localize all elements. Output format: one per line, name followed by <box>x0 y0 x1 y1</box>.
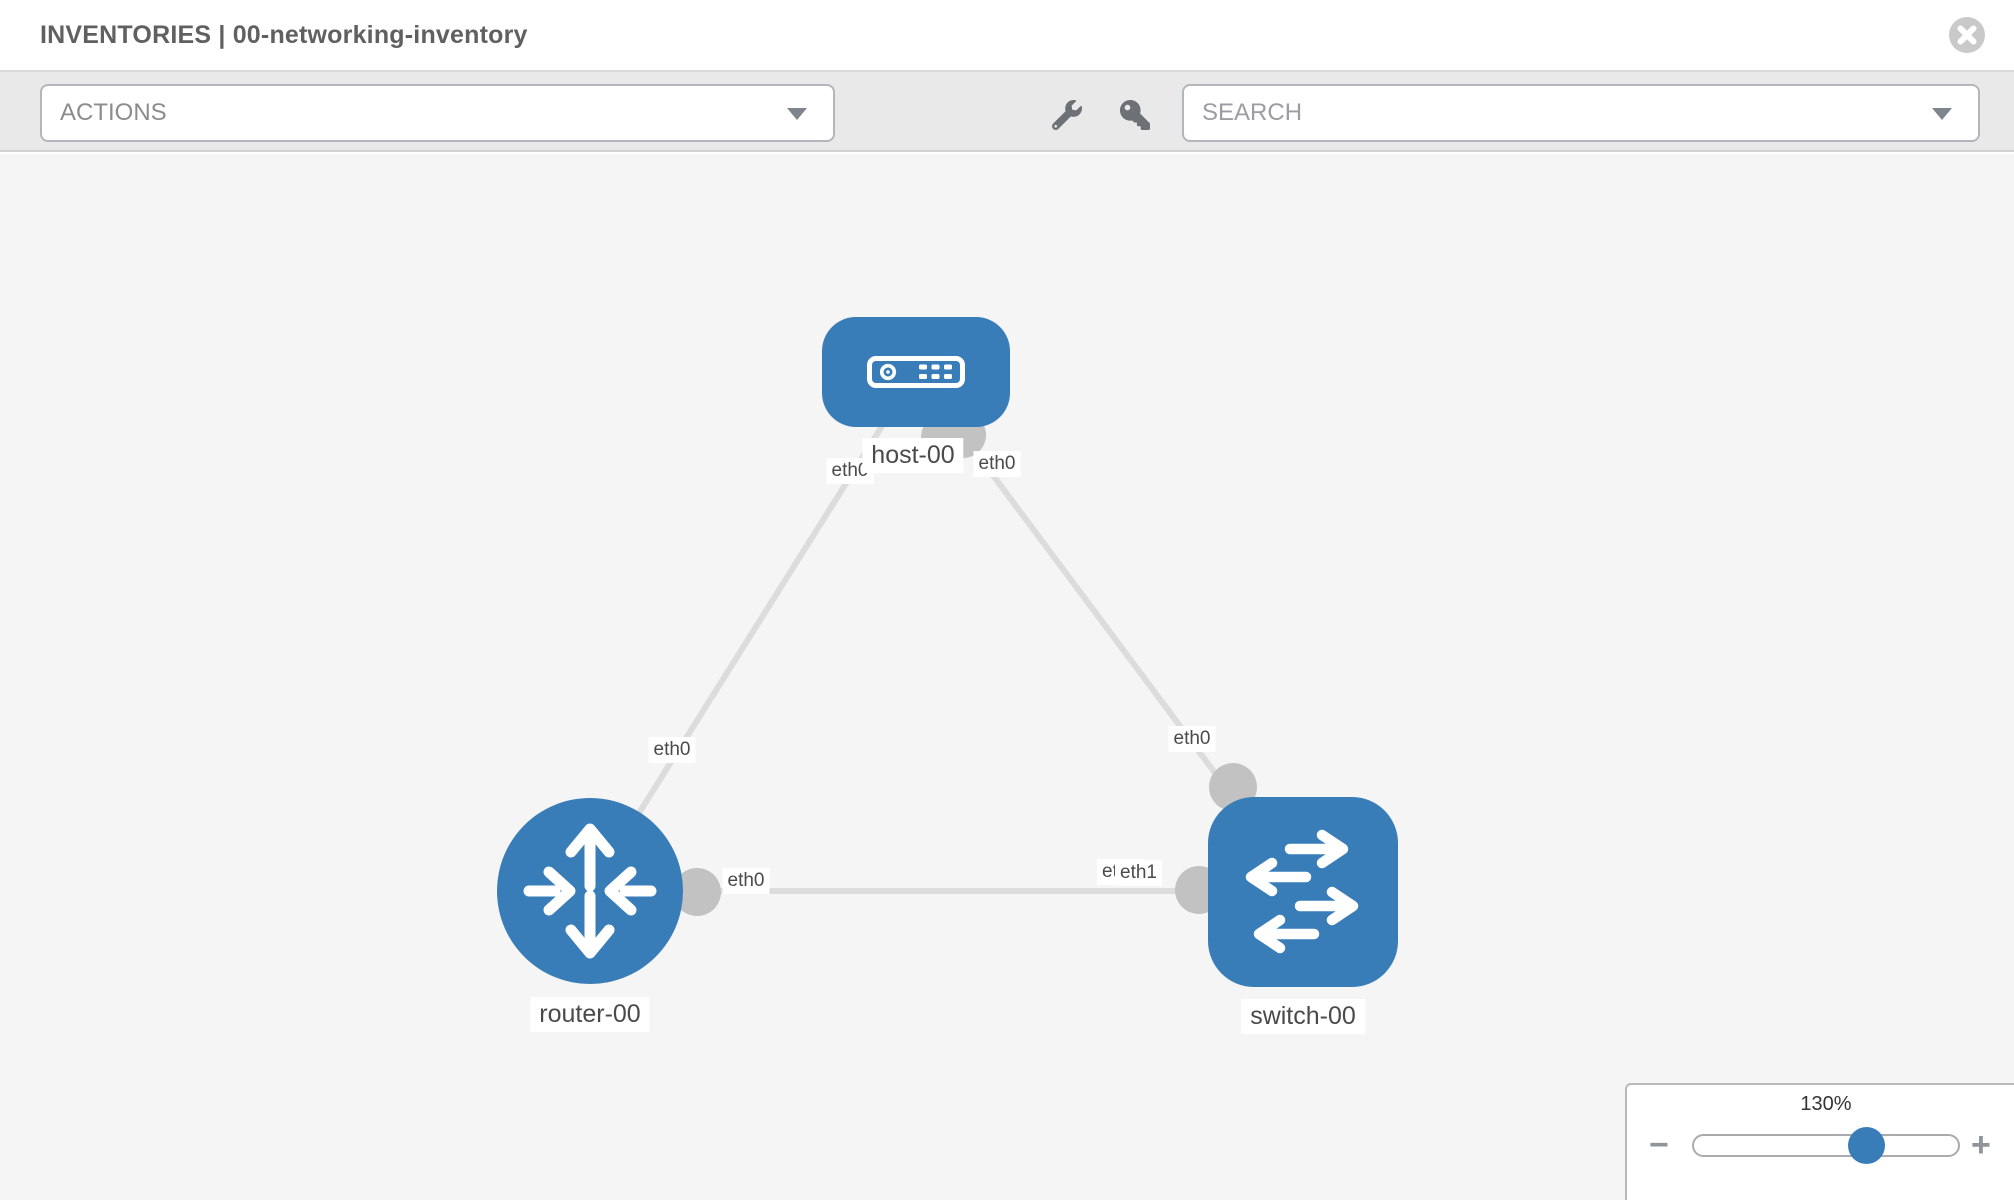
toolbar: ACTIONS SEARCH <box>0 72 2014 152</box>
search-dropdown[interactable]: SEARCH <box>1182 84 1980 142</box>
wrench-button[interactable] <box>1051 100 1082 131</box>
interface-label-link-host-switch: eth0 <box>1168 726 1216 752</box>
actions-dropdown[interactable]: ACTIONS <box>40 84 835 142</box>
interface-label-router-right: eth0 <box>722 868 770 894</box>
zoom-slider-thumb[interactable] <box>1848 1127 1885 1164</box>
zoom-panel: 130% − + <box>1625 1083 2014 1200</box>
router-icon <box>523 823 657 959</box>
header-bar: INVENTORIES | 00-networking-inventory <box>0 0 2014 72</box>
interface-dot-router <box>673 868 721 916</box>
zoom-in-button[interactable]: + <box>1971 1126 1991 1164</box>
caret-down-icon <box>787 108 807 120</box>
node-label-router: router-00 <box>530 997 650 1032</box>
interface-label-link-host-router: eth0 <box>648 737 696 763</box>
zoom-level-label: 130% <box>1800 1093 1852 1115</box>
node-host-00[interactable] <box>822 317 1010 427</box>
switch-icon <box>1245 829 1359 954</box>
caret-down-icon <box>1932 108 1952 120</box>
host-icon <box>867 356 965 388</box>
actions-dropdown-label: ACTIONS <box>60 99 167 126</box>
zoom-slider-track[interactable] <box>1692 1134 1960 1157</box>
node-switch-00[interactable] <box>1208 797 1398 987</box>
topology-links-layer <box>587 370 1306 916</box>
node-label-host: host-00 <box>862 438 964 473</box>
zoom-out-button[interactable]: − <box>1649 1126 1669 1164</box>
key-button[interactable] <box>1120 100 1150 130</box>
wrench-icon <box>1051 100 1082 131</box>
close-icon <box>1949 17 1985 53</box>
page-title: INVENTORIES | 00-networking-inventory <box>40 21 528 49</box>
node-label-switch: switch-00 <box>1241 999 1365 1034</box>
search-dropdown-label: SEARCH <box>1202 99 1303 126</box>
interface-label-host-right: eth0 <box>973 451 1021 477</box>
interface-label-switch-front: eth1 <box>1115 860 1162 886</box>
topology-canvas[interactable]: host-00 router-00 switch-00 eth0 eth0 et… <box>0 154 2014 1200</box>
node-router-00[interactable] <box>497 798 683 984</box>
key-icon <box>1120 100 1150 130</box>
close-button[interactable] <box>1948 16 1986 54</box>
